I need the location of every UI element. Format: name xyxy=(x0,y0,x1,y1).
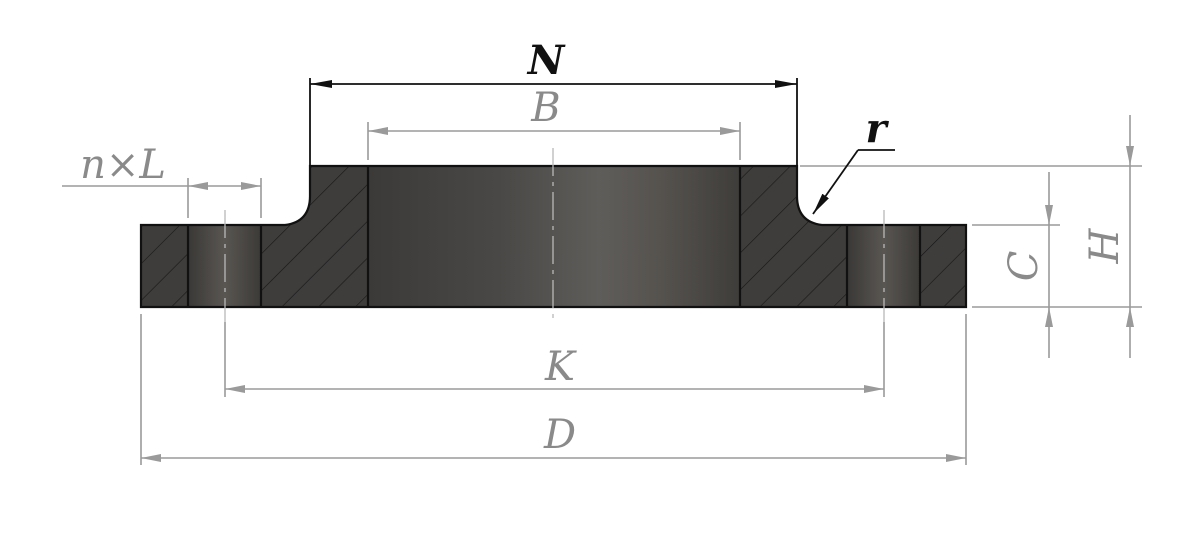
label-N: N xyxy=(526,37,566,84)
label-nxL: n×L xyxy=(80,142,166,188)
dimension-lines xyxy=(62,80,1134,462)
bore-surface xyxy=(368,166,740,307)
center-lines xyxy=(224,148,885,322)
label-B: B xyxy=(530,85,560,131)
label-C: C xyxy=(1001,251,1047,282)
label-r: r xyxy=(865,105,889,152)
label-K: K xyxy=(544,344,577,390)
label-D: D xyxy=(543,412,576,458)
label-H: H xyxy=(1082,227,1128,264)
dimension-labels: N B r n×L K D C H xyxy=(80,37,1128,458)
flange-section xyxy=(139,164,968,309)
